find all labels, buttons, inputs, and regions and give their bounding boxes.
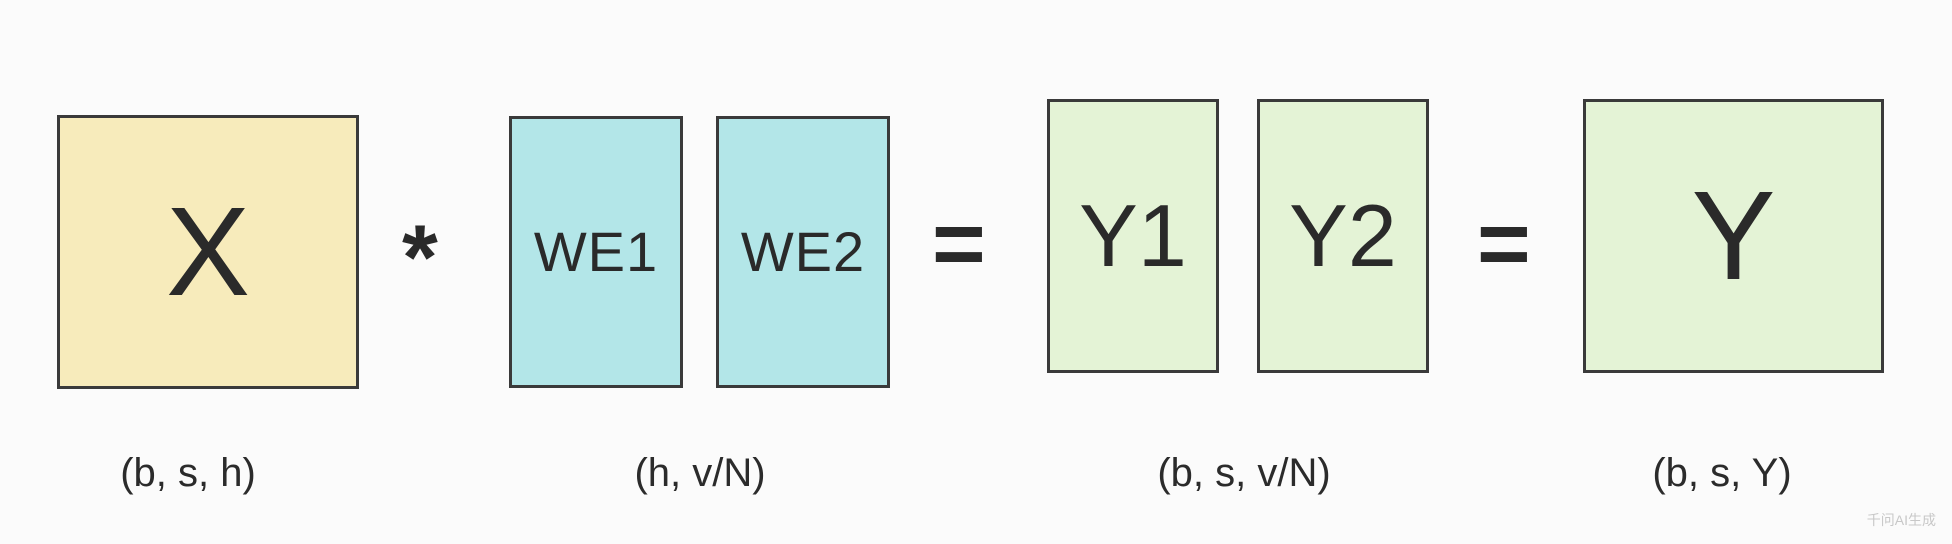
matrix-y-label: Y: [1691, 165, 1776, 306]
equals-operator-1: =: [932, 193, 986, 295]
matrix-y2-label: Y2: [1289, 186, 1397, 285]
matrix-y1-box: Y1: [1047, 99, 1219, 373]
matrix-we2-label: WE2: [740, 220, 866, 283]
matrix-y-box: Y: [1583, 99, 1884, 373]
dimension-label-y-parts: (b, s, v/N): [1157, 451, 1331, 495]
equals-operator-2: =: [1477, 193, 1531, 295]
matrix-we1-label: WE1: [533, 220, 659, 283]
matrix-y1-label: Y1: [1079, 186, 1187, 285]
dimension-label-x: (b, s, h): [120, 451, 256, 495]
dimension-label-we: (h, v/N): [634, 451, 766, 495]
matrix-we2-box: WE2: [716, 116, 890, 388]
matrix-x-box: X: [57, 115, 359, 389]
multiply-operator: *: [402, 207, 438, 309]
matrix-y2-box: Y2: [1257, 99, 1429, 373]
matrix-x-label: X: [165, 181, 251, 322]
dimension-label-y: (b, s, Y): [1652, 451, 1792, 495]
matrix-we1-box: WE1: [509, 116, 683, 388]
watermark: 千问AI生成: [1866, 512, 1936, 528]
